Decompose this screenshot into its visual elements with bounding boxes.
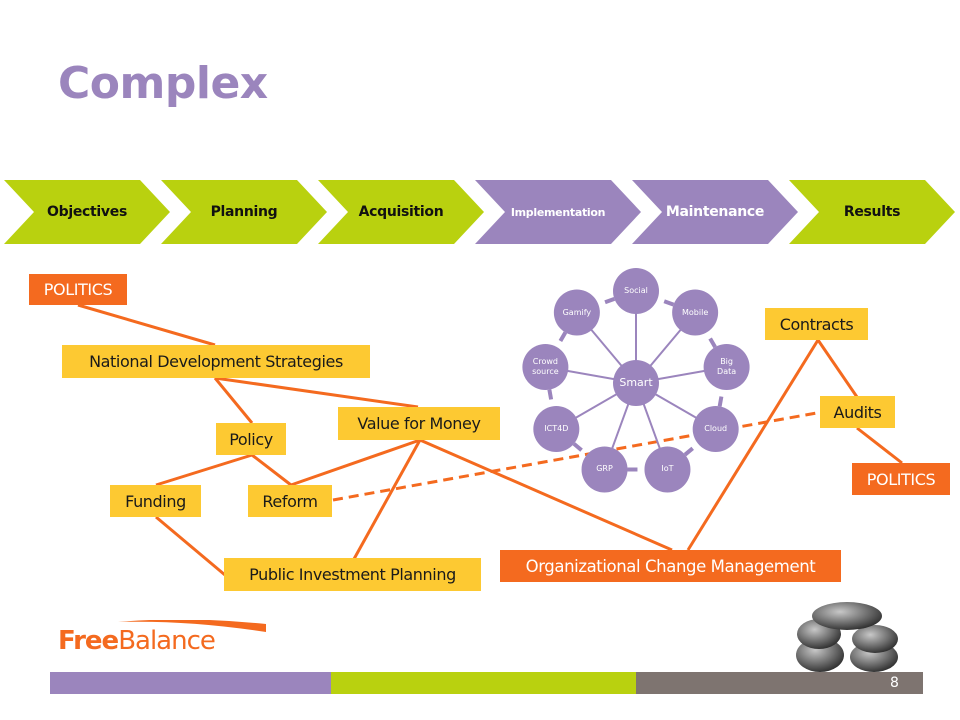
step-objectives: Objectives: [47, 204, 127, 220]
connector-vfm-reform: [290, 438, 421, 487]
connector-funding-pip: [155, 515, 226, 577]
connector-vfm-ocm: [419, 438, 673, 552]
ring-link: [666, 427, 717, 471]
logo-swoosh-icon: [118, 620, 266, 632]
connector-policy-funding: [155, 453, 253, 487]
smart-cluster: [522, 268, 750, 493]
chevron-planning: [161, 180, 327, 244]
chevron-acquisition: [318, 180, 484, 244]
node-mobile: [672, 289, 719, 336]
step-maintenance: Maintenance: [665, 204, 765, 220]
node-cloud: [692, 406, 739, 452]
page-number: 8: [890, 675, 899, 691]
stones-image-icon: [796, 602, 898, 672]
connector-ocm-contracts: [686, 339, 820, 551]
node-crowd-source: [522, 344, 569, 391]
center-node-smart: [613, 360, 659, 406]
connector-contracts-audits: [816, 339, 859, 398]
step-planning: Planning: [210, 204, 278, 220]
value-for-money-box: Value for Money: [338, 407, 500, 440]
chevron-objectives: [4, 180, 170, 244]
funding-box: Funding: [110, 485, 201, 517]
chevron-maintenance: [632, 180, 798, 244]
ring-link: [713, 366, 729, 430]
politics-box-right: POLITICS: [852, 463, 950, 495]
node-label-social: Social: [624, 286, 648, 295]
connectors: [77, 303, 903, 577]
node-ict4d: [533, 406, 580, 452]
node-big-data: [703, 344, 750, 391]
organizational-change-management-box: Organizational Change Management: [500, 550, 841, 582]
audits-box: Audits: [820, 396, 895, 428]
freebalance-logo: FreeBalance: [58, 620, 266, 656]
step-implementation: Implementation: [510, 205, 606, 219]
logo-text-bold: Free: [58, 626, 119, 656]
ring-link: [555, 427, 606, 471]
connector-policy-reform: [251, 453, 292, 487]
footer-bar-green: [331, 672, 636, 694]
national-development-strategies-box: National Development Strategies: [62, 345, 370, 378]
politics-box-left: POLITICS: [29, 274, 127, 305]
node-gamify: [553, 289, 600, 336]
reform-box: Reform: [248, 485, 332, 517]
slide-title: Complex: [58, 58, 268, 109]
node-label-cloud: Cloud: [704, 424, 728, 433]
connector-vfm-pip: [352, 439, 422, 560]
step-acquisition: Acquisition: [358, 204, 444, 220]
policy-box: Policy: [216, 423, 286, 455]
node-label-gamify: Gamify: [562, 307, 592, 317]
center-node-label: Smart: [619, 376, 653, 389]
node-label-grp: GRP: [596, 464, 613, 474]
process-chevrons: [4, 180, 955, 244]
ring-link: [693, 311, 729, 369]
ring-link: [576, 289, 637, 315]
ring-link: [635, 289, 696, 315]
connector-politics-nds: [77, 303, 216, 347]
node-label-ict4d: ICT4D: [544, 424, 569, 433]
footer-bar-purple: [50, 672, 331, 694]
step-results: Results: [843, 204, 901, 220]
ring-link: [543, 311, 579, 369]
chevron-results: [789, 180, 955, 244]
logo-text-light: Balance: [118, 626, 216, 656]
contracts-box: Contracts: [765, 308, 868, 340]
node-social: [613, 268, 659, 314]
footer-bar-gray: [636, 672, 923, 694]
chevron-implementation: [475, 180, 641, 244]
connector-nds-policy: [213, 377, 254, 424]
node-label-mobile: Mobile: [682, 307, 709, 317]
node-iot: [644, 446, 691, 493]
connector-audits-politics: [856, 426, 903, 465]
public-investment-planning-box: Public Investment Planning: [224, 558, 481, 591]
connector-nds-vfm: [214, 376, 419, 409]
connector-reform-audits-dashed: [332, 410, 823, 502]
node-grp: [581, 446, 628, 493]
node-label-iot: IoT: [661, 464, 674, 474]
ring-link: [543, 366, 559, 430]
